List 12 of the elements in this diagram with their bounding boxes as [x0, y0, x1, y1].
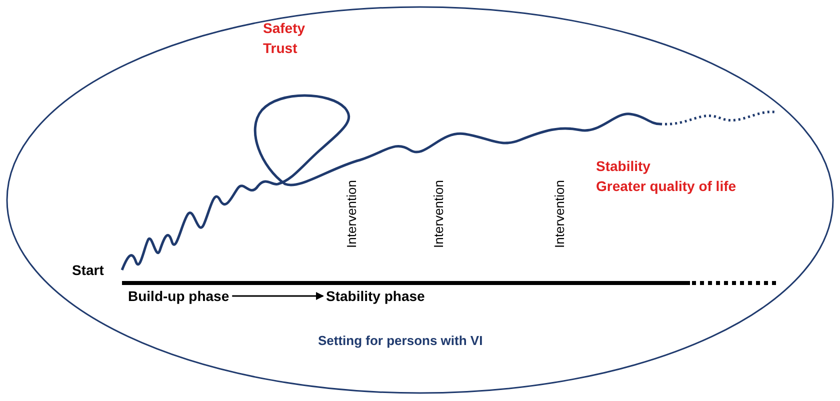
start-label: Start	[72, 262, 104, 278]
intervention-label: Intervention	[344, 180, 359, 248]
phase-label: Stability phase	[326, 288, 425, 304]
outcome-label: Stability	[596, 158, 650, 174]
outcome-label: Greater quality of life	[596, 178, 736, 194]
setting-label: Setting for persons with VI	[318, 333, 483, 348]
outcome-label: Trust	[263, 40, 298, 56]
phase-label: Build-up phase	[128, 288, 230, 304]
outcome-label: Safety	[263, 20, 306, 36]
arrow	[232, 292, 324, 300]
intervention-label: Intervention	[552, 180, 567, 248]
intervention-label: Intervention	[431, 180, 446, 248]
